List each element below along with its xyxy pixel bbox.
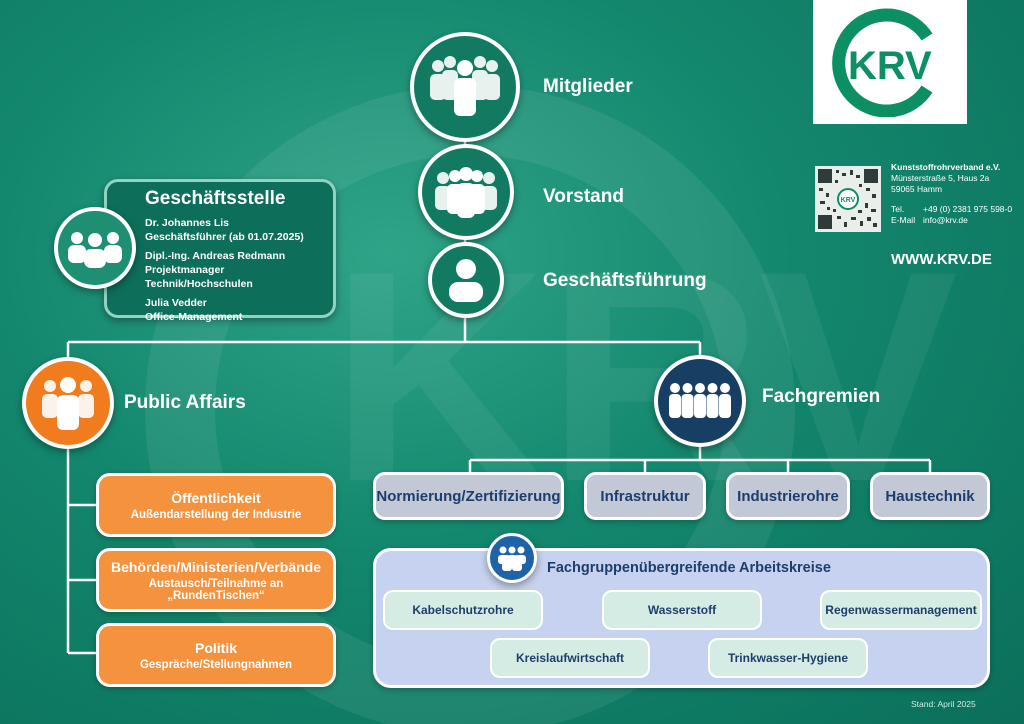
- qr-code-icon: KRV: [818, 169, 878, 229]
- org-name: Kunststoffrohrverband e.V.: [891, 162, 1001, 172]
- group-icon: [430, 56, 500, 116]
- members-circle: [410, 32, 520, 142]
- person-role: Geschäftsführer (ab 01.07.2025): [145, 231, 304, 243]
- fachgremium-box: Industrierohre: [726, 472, 850, 520]
- phone-number[interactable]: +49 (0) 2381 975 598-0: [923, 204, 1013, 214]
- group-icon: [498, 546, 526, 571]
- group-icon: [669, 383, 731, 418]
- item-title: Politik: [194, 639, 237, 656]
- public-affairs-item: Öffentlichkeit Außendarstellung der Indu…: [96, 473, 336, 537]
- arbeitskreise-circle: [487, 533, 537, 583]
- office-person: Julia Vedder Office-Management: [145, 296, 333, 324]
- item-subtitle: Gespräche/Stellungnahmen: [139, 658, 293, 671]
- public-affairs-item: Politik Gespräche/Stellungnahmen: [96, 623, 336, 687]
- qr-logo-text: KRV: [841, 197, 856, 204]
- logo-text: KRV: [848, 44, 932, 88]
- krv-logo: KRV: [813, 0, 967, 124]
- item-subtitle: Austausch/Teilnahme an „RundenTischen“: [148, 577, 284, 602]
- office-panel: Geschäftsstelle Dr. Johannes Lis Geschäf…: [104, 179, 336, 323]
- management-label: Geschäftsführung: [543, 270, 707, 291]
- street: Münsterstraße 5, Haus 2a: [891, 173, 990, 183]
- fachgremium-box: Normierung/Zertifizierung: [373, 472, 564, 520]
- item-subtitle: Außendarstellung der Industrie: [130, 508, 302, 521]
- arbeitskreis-box: Wasserstoff: [602, 590, 762, 630]
- public-affairs-item: Behörden/Ministerien/Verbände Austausch/…: [96, 548, 336, 612]
- public-affairs-label: Public Affairs: [124, 392, 246, 413]
- krv-logo-icon: KRV: [832, 8, 933, 117]
- fachgremien-label: Fachgremien: [762, 386, 881, 407]
- person-role: Office-Management: [145, 311, 243, 323]
- qr-code[interactable]: KRV: [815, 166, 881, 232]
- person-name: Julia Vedder: [145, 297, 207, 309]
- mail-address[interactable]: info@krv.de: [923, 215, 968, 225]
- public-affairs-circle: [22, 357, 114, 449]
- board-circle: [418, 144, 514, 240]
- fachgremium-box: Infrastruktur: [584, 472, 706, 520]
- group-icon: [42, 377, 94, 430]
- mail-row: E-Mail info@krv.de: [891, 215, 1021, 226]
- arbeitskreis-box: Kabelschutzrohre: [383, 590, 543, 630]
- arbeitskreise-title: Fachgruppenübergreifende Arbeitskreise: [547, 560, 831, 576]
- group-icon: [435, 167, 497, 218]
- arbeitskreis-box: Kreislaufwirtschaft: [490, 638, 650, 678]
- office-title: Geschäftsstelle: [145, 188, 286, 209]
- members-label: Mitglieder: [543, 76, 633, 97]
- arbeitskreis-box: Trinkwasser-Hygiene: [708, 638, 868, 678]
- item-title: Öffentlichkeit: [171, 489, 261, 506]
- fachgremium-box: Haustechnik: [870, 472, 990, 520]
- office-person: Dr. Johannes Lis Geschäftsführer (ab 01.…: [145, 216, 333, 244]
- city: 59065 Hamm: [891, 184, 943, 194]
- mail-label: E-Mail: [891, 215, 916, 225]
- management-circle: [428, 242, 504, 318]
- fachgremien-circle: [654, 355, 746, 447]
- board-label: Vorstand: [543, 186, 624, 207]
- contact-block: Kunststoffrohrverband e.V. Münsterstraße…: [891, 162, 1021, 226]
- office-circle: [54, 207, 136, 289]
- group-icon: [68, 232, 122, 268]
- website-link[interactable]: WWW.KRV.DE: [891, 251, 992, 268]
- phone-row: Tel. +49 (0) 2381 975 598-0: [891, 204, 1021, 215]
- person-name: Dipl.-Ing. Andreas Redmann: [145, 250, 286, 262]
- item-title: Behörden/Ministerien/Verbände: [110, 558, 322, 575]
- stand-date: Stand: April 2025: [911, 699, 976, 709]
- person-icon: [449, 259, 483, 302]
- person-name: Dr. Johannes Lis: [145, 217, 230, 229]
- phone-label: Tel.: [891, 204, 905, 214]
- arbeitskreis-box: Regenwassermanagement: [820, 590, 982, 630]
- office-person: Dipl.-Ing. Andreas Redmann Projektmanage…: [145, 249, 333, 291]
- person-role: Projektmanager Technik/Hochschulen: [145, 264, 253, 290]
